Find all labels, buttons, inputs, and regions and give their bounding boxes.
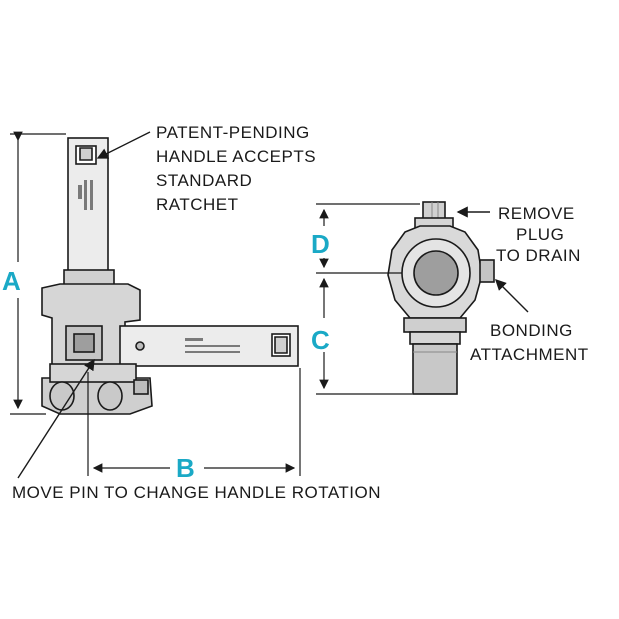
bonding-line-1: BONDING bbox=[490, 321, 573, 340]
bonding-line-2: ATTACHMENT bbox=[470, 345, 589, 364]
remove-plug-callout: REMOVE PLUG TO DRAIN bbox=[496, 204, 581, 265]
bonding-callout: BONDING ATTACHMENT bbox=[470, 321, 589, 364]
right-valve bbox=[387, 201, 495, 395]
dimension-d-label: D bbox=[311, 229, 330, 259]
remove-line-1: REMOVE bbox=[498, 204, 575, 223]
bonding-lug bbox=[479, 259, 495, 283]
patent-callout: PATENT-PENDING HANDLE ACCEPTS STANDARD R… bbox=[156, 123, 316, 214]
valve-bore bbox=[413, 250, 459, 296]
dimension-c-label: C bbox=[311, 325, 330, 355]
patent-line-4: RATCHET bbox=[156, 195, 239, 214]
move-pin-callout: MOVE PIN TO CHANGE HANDLE ROTATION bbox=[12, 483, 381, 502]
patent-line-3: STANDARD bbox=[156, 171, 252, 190]
leader-lines bbox=[17, 131, 529, 479]
dimension-b-label: B bbox=[176, 453, 195, 483]
dimension-a-label: A bbox=[2, 266, 21, 296]
dimension-lines bbox=[10, 131, 420, 476]
patent-line-1: PATENT-PENDING bbox=[156, 123, 310, 142]
remove-line-3: TO DRAIN bbox=[496, 246, 581, 265]
handle-engraving bbox=[78, 180, 240, 353]
patent-line-2: HANDLE ACCEPTS bbox=[156, 147, 316, 166]
remove-line-2: PLUG bbox=[516, 225, 564, 244]
